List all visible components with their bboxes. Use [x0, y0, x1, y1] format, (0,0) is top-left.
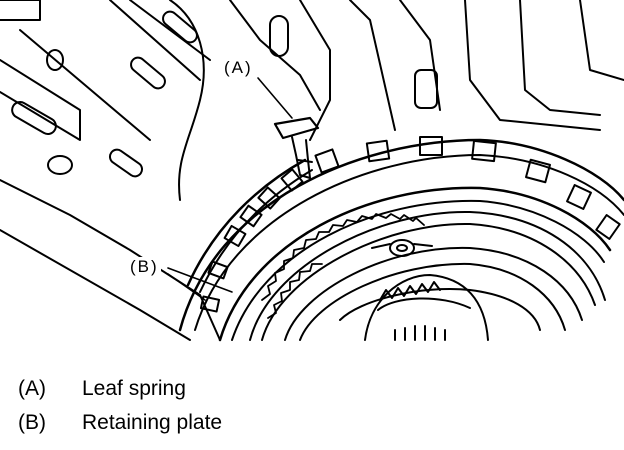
- legend-item: (A) Leaf spring: [18, 372, 222, 406]
- clutch-drum: [178, 138, 624, 342]
- clutch-plates: [249, 210, 606, 341]
- leader-lines: [167, 77, 293, 301]
- case-slots: [11, 10, 438, 178]
- leaf-spring: [273, 116, 320, 179]
- legend-text: Retaining plate: [82, 411, 223, 434]
- callout-a: (A): [222, 58, 255, 78]
- center-hub: [364, 239, 489, 341]
- callout-b: (B): [128, 257, 161, 277]
- legend-text: Leaf spring: [82, 377, 186, 400]
- legend-item: (B) Retaining plate: [18, 406, 222, 440]
- drum-teeth: [199, 136, 621, 313]
- legend-key: (A): [18, 377, 46, 400]
- plate-serrations: [261, 213, 425, 319]
- legend-key: (B): [18, 411, 46, 434]
- legend: (A) Leaf spring (B) Retaining plate: [18, 372, 222, 440]
- retaining-plate: [186, 158, 313, 293]
- transmission-line-drawing: [0, 0, 624, 342]
